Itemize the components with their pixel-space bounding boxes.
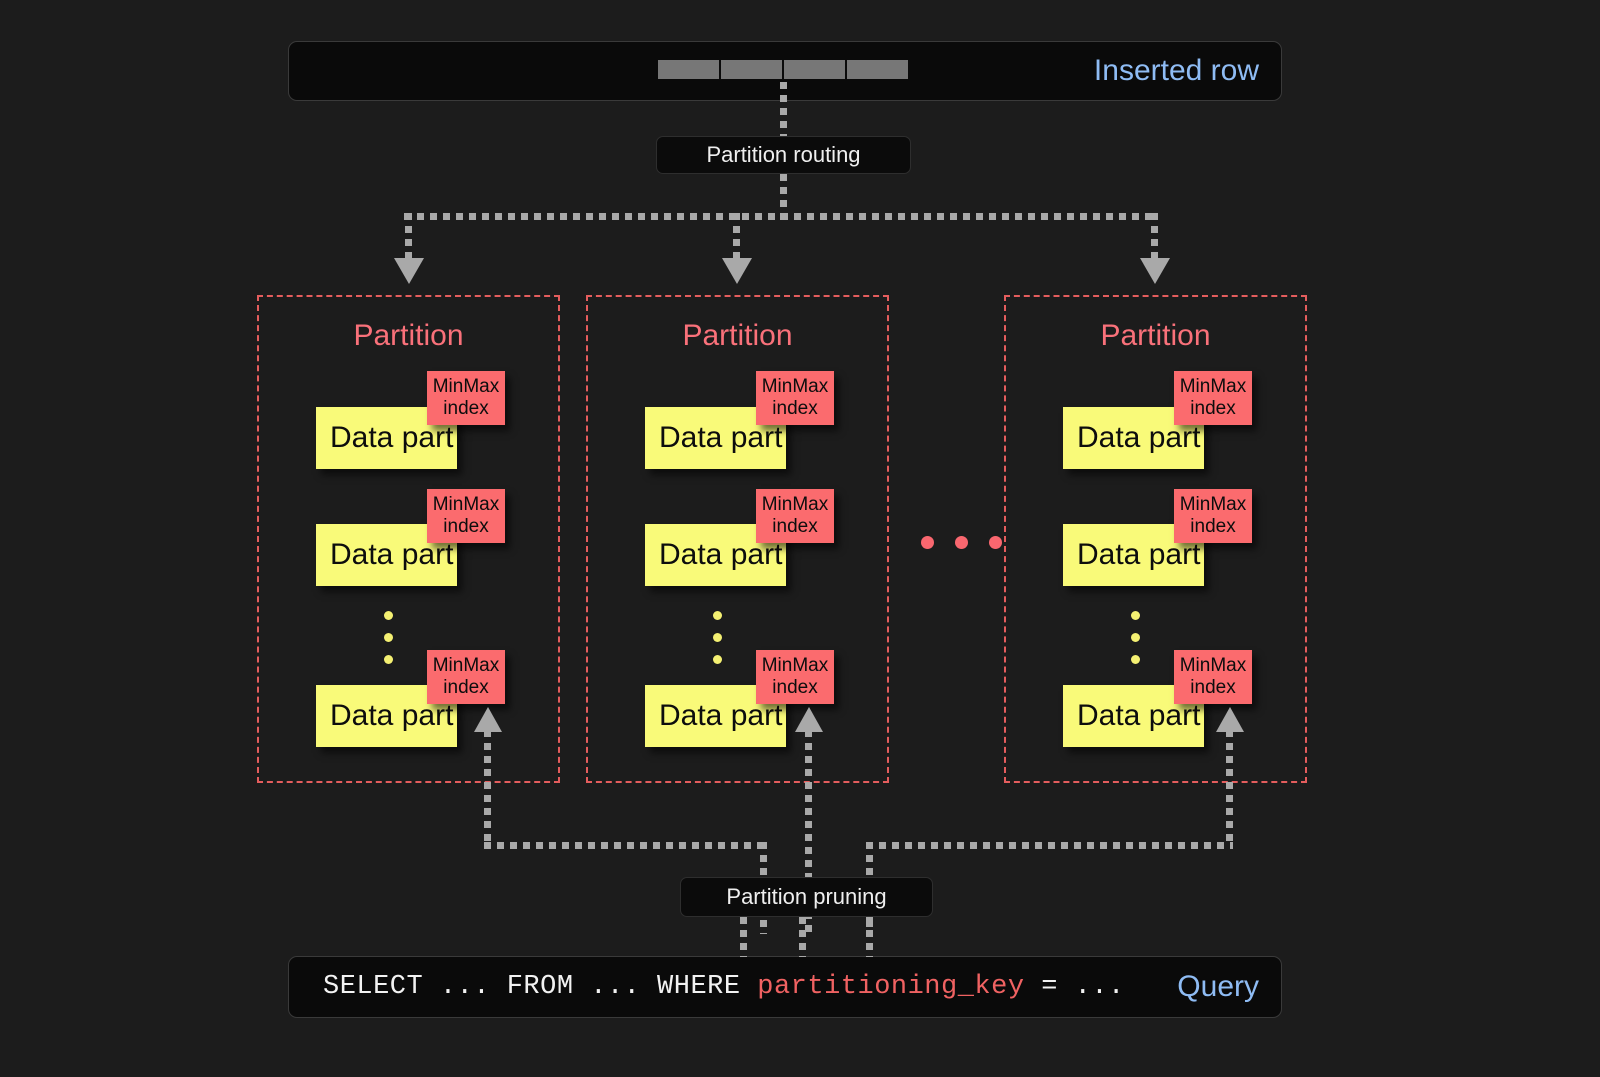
minmax-index-badge: MinMax index: [427, 489, 505, 543]
partition-routing-box: Partition routing: [656, 136, 911, 174]
routing-arrow-2: [722, 258, 752, 284]
data-part-box: Data part: [645, 407, 786, 469]
routing-arrow-1: [394, 258, 424, 284]
minmax-line-1: MinMax: [1179, 654, 1247, 676]
pruning-arrow-1: [474, 707, 502, 732]
query-keyword: partitioning_key: [757, 972, 1025, 1002]
query-bar: SELECT ... FROM ... WHERE partitioning_k…: [288, 956, 1282, 1018]
ellipsis-dot: [921, 536, 934, 549]
minmax-index-badge: MinMax index: [427, 371, 505, 425]
pruning-stem-3: [1226, 730, 1233, 846]
minmax-line-2: index: [772, 677, 818, 698]
minmax-line-2: index: [443, 516, 489, 537]
minmax-line-2: index: [1190, 516, 1236, 537]
data-part-label: Data part: [659, 538, 783, 571]
minmax-index-badge: MinMax index: [427, 650, 505, 704]
row-cell: [784, 60, 845, 79]
data-part-label: Data part: [330, 538, 454, 571]
connector-row-to-routing: [780, 82, 787, 140]
partitions-ellipsis: [921, 536, 1002, 549]
ellipsis-dot: [713, 633, 722, 642]
data-parts-ellipsis: [1131, 611, 1140, 664]
inserted-row-label: Inserted row: [1093, 54, 1259, 87]
data-part-label: Data part: [1077, 538, 1201, 571]
query-to-pruning-left: [740, 917, 747, 957]
partition-title: Partition: [353, 319, 464, 352]
query-to-pruning-right: [866, 917, 873, 957]
ellipsis-dot: [713, 611, 722, 620]
minmax-line-2: index: [1190, 398, 1236, 419]
ellipsis-dot: [1131, 655, 1140, 664]
minmax-line-1: MinMax: [1179, 493, 1247, 515]
routing-branch-3: [1151, 213, 1158, 261]
minmax-index-badge: MinMax index: [756, 371, 834, 425]
query-label: Query: [1177, 970, 1259, 1003]
ellipsis-dot: [1131, 633, 1140, 642]
minmax-line-2: index: [772, 398, 818, 419]
minmax-line-1: MinMax: [432, 654, 500, 676]
routing-bus-line: [404, 213, 1158, 220]
pruning-stem-1: [484, 730, 491, 846]
query-text-before: SELECT ... FROM ... WHERE: [323, 972, 758, 1002]
ellipsis-dot: [955, 536, 968, 549]
partition-2: Partition MinMax index Data part MinMax …: [586, 295, 889, 783]
pruning-arrow-3: [1216, 707, 1244, 732]
partition-title: Partition: [682, 319, 793, 352]
row-cell: [847, 60, 908, 79]
query-sql-text: SELECT ... FROM ... WHERE partitioning_k…: [323, 972, 1125, 1002]
minmax-line-1: MinMax: [761, 654, 829, 676]
data-part-box: Data part: [645, 524, 786, 586]
minmax-index-badge: MinMax index: [756, 489, 834, 543]
ellipsis-dot: [1131, 611, 1140, 620]
data-part-label: Data part: [1077, 699, 1201, 732]
minmax-line-1: MinMax: [761, 375, 829, 397]
row-cell: [658, 60, 719, 79]
data-part-label: Data part: [330, 699, 454, 732]
connector-routing-to-bus: [780, 174, 787, 220]
minmax-line-1: MinMax: [432, 375, 500, 397]
minmax-index-badge: MinMax index: [1174, 650, 1252, 704]
data-parts-ellipsis: [713, 611, 722, 664]
data-part-label: Data part: [330, 421, 454, 454]
routing-arrow-3: [1140, 258, 1170, 284]
pruning-collector-left: [484, 842, 766, 849]
minmax-line-2: index: [1190, 677, 1236, 698]
inserted-row-cells: [658, 60, 908, 79]
minmax-line-2: index: [443, 398, 489, 419]
routing-branch-2: [733, 213, 740, 261]
minmax-index-badge: MinMax index: [1174, 371, 1252, 425]
data-part-label: Data part: [659, 699, 783, 732]
ellipsis-dot: [989, 536, 1002, 549]
pruning-stem-2: [805, 730, 812, 934]
partition-pruning-label: Partition pruning: [726, 884, 887, 909]
minmax-line-1: MinMax: [761, 493, 829, 515]
partition-routing-label: Partition routing: [706, 142, 861, 167]
ellipsis-dot: [384, 611, 393, 620]
ellipsis-dot: [384, 633, 393, 642]
pruning-arrow-2: [795, 707, 823, 732]
minmax-line-2: index: [772, 516, 818, 537]
data-parts-ellipsis: [384, 611, 393, 664]
partition-1: Partition MinMax index Data part MinMax …: [257, 295, 560, 783]
partition-title: Partition: [1100, 319, 1211, 352]
partition-3: Partition MinMax index Data part MinMax …: [1004, 295, 1307, 783]
query-to-pruning-center: [799, 917, 806, 957]
partition-pruning-box: Partition pruning: [680, 877, 933, 917]
minmax-line-2: index: [443, 677, 489, 698]
data-part-label: Data part: [659, 421, 783, 454]
minmax-index-badge: MinMax index: [756, 650, 834, 704]
routing-branch-1: [405, 213, 412, 261]
data-part-box: Data part: [1063, 685, 1204, 747]
minmax-index-badge: MinMax index: [1174, 489, 1252, 543]
row-cell: [721, 60, 782, 79]
minmax-line-1: MinMax: [1179, 375, 1247, 397]
ellipsis-dot: [713, 655, 722, 664]
ellipsis-dot: [384, 655, 393, 664]
query-text-after: = ...: [1024, 972, 1125, 1002]
minmax-line-1: MinMax: [432, 493, 500, 515]
pruning-collector-right: [866, 842, 1233, 849]
data-part-label: Data part: [1077, 421, 1201, 454]
